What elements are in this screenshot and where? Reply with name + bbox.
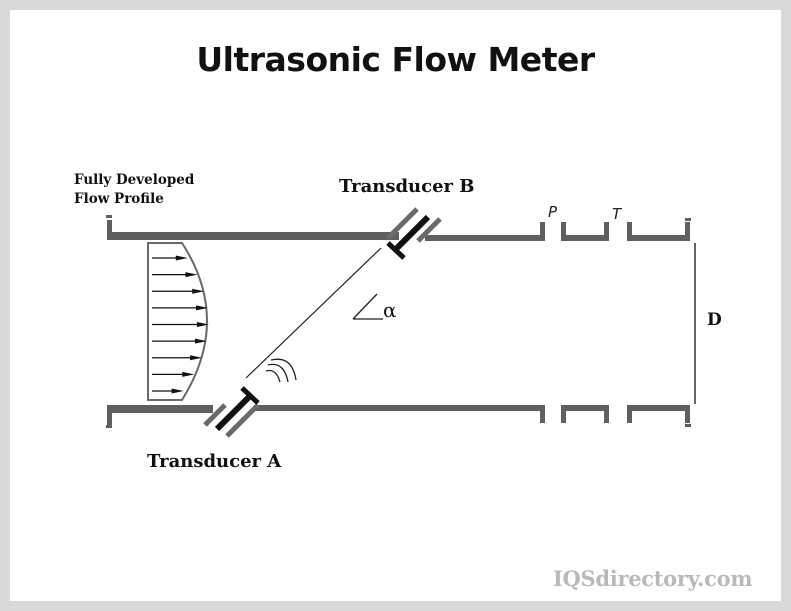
bottom-wall-tap-2-right (627, 405, 632, 423)
top-wall-left-flange (107, 220, 112, 240)
top-wall-segment-4 (627, 235, 690, 241)
bottom-wall-left-cap (106, 425, 112, 428)
transducer-b-head (386, 241, 406, 260)
watermark-logo: IQSdirectory.com (553, 566, 753, 591)
top-wall-p-tap-right (561, 222, 566, 241)
diagram-panel (10, 10, 781, 601)
diameter-label: D (707, 310, 722, 330)
bottom-wall-left-flange (107, 405, 112, 425)
angle-mark-icon (352, 293, 383, 320)
transducer-b-housing-right (416, 217, 442, 243)
ultrasonic-beam-path (245, 247, 382, 379)
flow-arrow-head-icon (185, 272, 198, 278)
temperature-tap-label: T (612, 205, 623, 223)
bottom-wall-segment-3 (561, 405, 609, 411)
transducer-a-housing-left (203, 403, 227, 427)
flow-profile-label-line1: Fully Developed (74, 172, 195, 188)
flow-arrow-head-icon (175, 255, 188, 261)
flow-profile-label: Fully Developed Flow Profile (74, 171, 194, 209)
diagram-title: Ultrasonic Flow Meter (196, 40, 595, 79)
bottom-wall-tap-2-left (604, 405, 609, 423)
top-wall-t-tap-left (604, 222, 609, 241)
bottom-wall-tap-1-right (561, 405, 566, 423)
top-wall-right-cap (685, 218, 691, 221)
flow-arrow-head-icon (196, 322, 209, 327)
top-wall-segment-1 (107, 232, 399, 240)
flow-profile-label-line2: Flow Profile (74, 191, 164, 207)
bottom-wall-right-cap (685, 424, 691, 427)
flow-arrow-head-icon (192, 288, 205, 294)
bottom-wall-right-flange (685, 405, 690, 423)
bottom-wall-segment-2 (254, 405, 545, 411)
transducer-a-body (214, 393, 253, 432)
top-wall-segment-2 (425, 235, 545, 241)
flow-profile-arrows (152, 255, 209, 394)
angle-symbol: α (352, 293, 397, 322)
pressure-tap-label: P (548, 203, 558, 221)
flow-arrow-head-icon (196, 305, 209, 311)
top-pipe-wall (106, 215, 691, 241)
top-wall-t-tap-right (627, 222, 632, 241)
flow-profile-outline (147, 242, 208, 401)
flow-arrow-head-icon (171, 388, 184, 394)
bottom-pipe-wall (106, 405, 691, 428)
transducer-b-label: Transducer B (339, 176, 475, 197)
angle-alpha-label: α (383, 298, 397, 322)
flow-profile (147, 242, 209, 401)
top-wall-p-tap-left (540, 222, 545, 241)
transducer-a-housing-right (225, 403, 260, 438)
transducer-a-label: Transducer A (147, 451, 282, 472)
transducer-a (203, 386, 260, 438)
transducer-b (386, 207, 442, 260)
transducer-a-head (240, 386, 260, 405)
flow-arrow-head-icon (190, 355, 203, 361)
sound-wave-arc-2 (267, 363, 289, 383)
bottom-wall-tap-1-left (540, 405, 545, 423)
top-wall-left-cap (106, 215, 112, 218)
sound-wave-icon (265, 358, 297, 383)
transducer-b-body (393, 214, 431, 252)
sound-wave-arc-1 (265, 369, 281, 383)
top-wall-right-flange (685, 222, 690, 241)
transducer-b-housing-left (386, 207, 419, 240)
flow-arrow-head-icon (182, 371, 195, 377)
flow-arrow-head-icon (194, 338, 207, 344)
bottom-wall-segment-4 (627, 405, 690, 411)
bottom-wall-segment-1 (107, 405, 213, 413)
top-wall-segment-3 (561, 235, 609, 241)
sound-wave-arc-3 (270, 358, 297, 381)
